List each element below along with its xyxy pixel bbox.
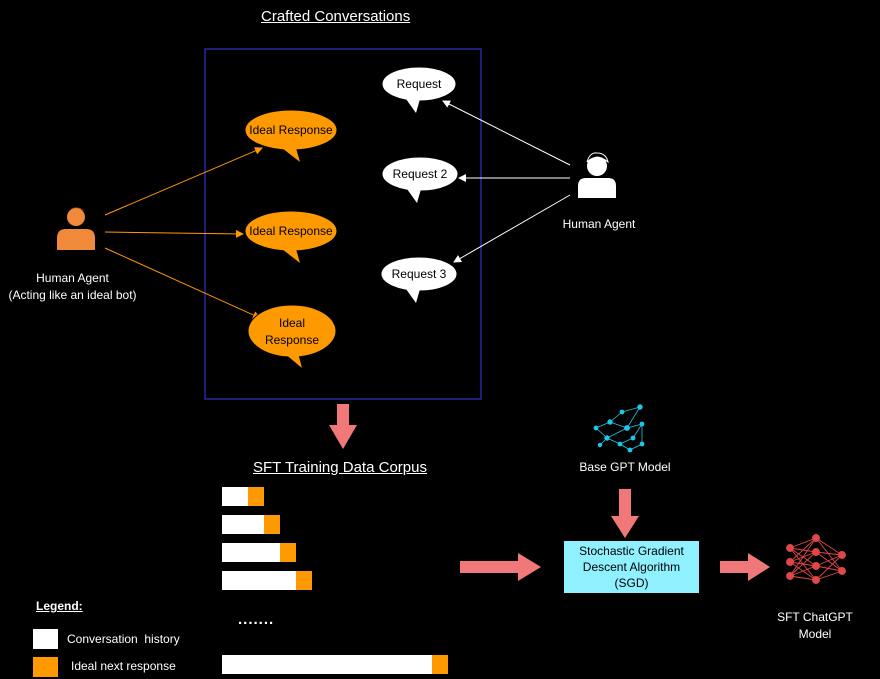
arrow-sgd-to-sft bbox=[720, 553, 770, 581]
response-segment bbox=[248, 487, 264, 506]
left-agent-line1: Human Agent bbox=[36, 271, 109, 285]
history-segment bbox=[222, 655, 432, 674]
history-segment bbox=[222, 487, 248, 506]
request-1-text: Request bbox=[397, 77, 442, 91]
request-bubble-2: Request 2 bbox=[381, 156, 459, 203]
request-bubble-1: Request bbox=[381, 66, 457, 113]
sft-model-line1: SFT ChatGPT bbox=[777, 610, 853, 624]
arrow-down-to-corpus bbox=[329, 404, 357, 449]
arrow-model-to-sgd bbox=[611, 489, 639, 538]
history-segment bbox=[222, 515, 264, 534]
legend-swatch-history bbox=[33, 629, 58, 649]
legend-title: Legend: bbox=[36, 599, 83, 613]
legend-history-label: Conversation history bbox=[67, 632, 180, 646]
neural-network-icon bbox=[786, 534, 846, 584]
base-model-label: Base GPT Model bbox=[579, 460, 671, 474]
corpus-row bbox=[222, 571, 312, 590]
response-segment bbox=[264, 515, 280, 534]
network-graph-icon bbox=[593, 404, 645, 453]
corpus-row bbox=[222, 487, 264, 506]
history-segment bbox=[222, 543, 280, 562]
left-agent-label: Human Agent (Acting like an ideal bot) bbox=[0, 270, 145, 304]
response-segment bbox=[296, 571, 312, 590]
person-icon bbox=[578, 152, 616, 198]
response-3-text-line2: Response bbox=[265, 333, 319, 347]
response-bubble-3: Ideal Response bbox=[247, 304, 337, 368]
person-icon bbox=[57, 207, 95, 250]
arrow-corpus-to-sgd bbox=[460, 553, 541, 581]
sft-model-label: SFT ChatGPT Model bbox=[765, 609, 865, 643]
corpus-ellipsis: ....... bbox=[238, 611, 275, 628]
arrow-to-response-1 bbox=[104, 147, 263, 216]
corpus-row bbox=[222, 515, 280, 534]
legend-swatch-response bbox=[33, 657, 58, 677]
request-bubble-3: Request 3 bbox=[380, 256, 458, 303]
arrow-to-request-1 bbox=[442, 100, 571, 166]
left-agent-line2: (Acting like an ideal bot) bbox=[8, 288, 137, 302]
sft-model-line2: Model bbox=[798, 627, 832, 641]
response-2-text: Ideal Response bbox=[249, 224, 333, 238]
arrow-to-request-3 bbox=[453, 194, 571, 263]
crafted-conversations-title: Crafted Conversations bbox=[261, 8, 411, 25]
response-bubble-1: Ideal Response bbox=[244, 109, 338, 162]
arrow-to-response-2 bbox=[104, 229, 244, 238]
sgd-line2: Descent Algorithm bbox=[582, 560, 681, 574]
legend-response-label: Ideal next response bbox=[71, 659, 176, 673]
response-bubble-2: Ideal Response bbox=[244, 210, 338, 263]
request-2-text: Request 2 bbox=[393, 167, 448, 181]
arrow-to-response-3 bbox=[104, 247, 261, 319]
sgd-box: Stochastic Gradient Descent Algorithm (S… bbox=[563, 540, 700, 594]
corpus-row bbox=[222, 543, 296, 562]
sft-corpus-title: SFT Training Data Corpus bbox=[253, 459, 427, 476]
history-segment bbox=[222, 571, 296, 590]
sgd-line1: Stochastic Gradient bbox=[579, 544, 684, 558]
response-1-text: Ideal Response bbox=[249, 123, 333, 137]
corpus-row bbox=[222, 655, 448, 674]
conversation-box bbox=[204, 48, 482, 400]
right-agent-label: Human Agent bbox=[562, 217, 636, 231]
sgd-line3: (SGD) bbox=[614, 576, 649, 590]
request-3-text: Request 3 bbox=[392, 267, 447, 281]
response-segment bbox=[280, 543, 296, 562]
response-segment bbox=[432, 655, 448, 674]
response-3-text-line1: Ideal bbox=[279, 316, 305, 330]
